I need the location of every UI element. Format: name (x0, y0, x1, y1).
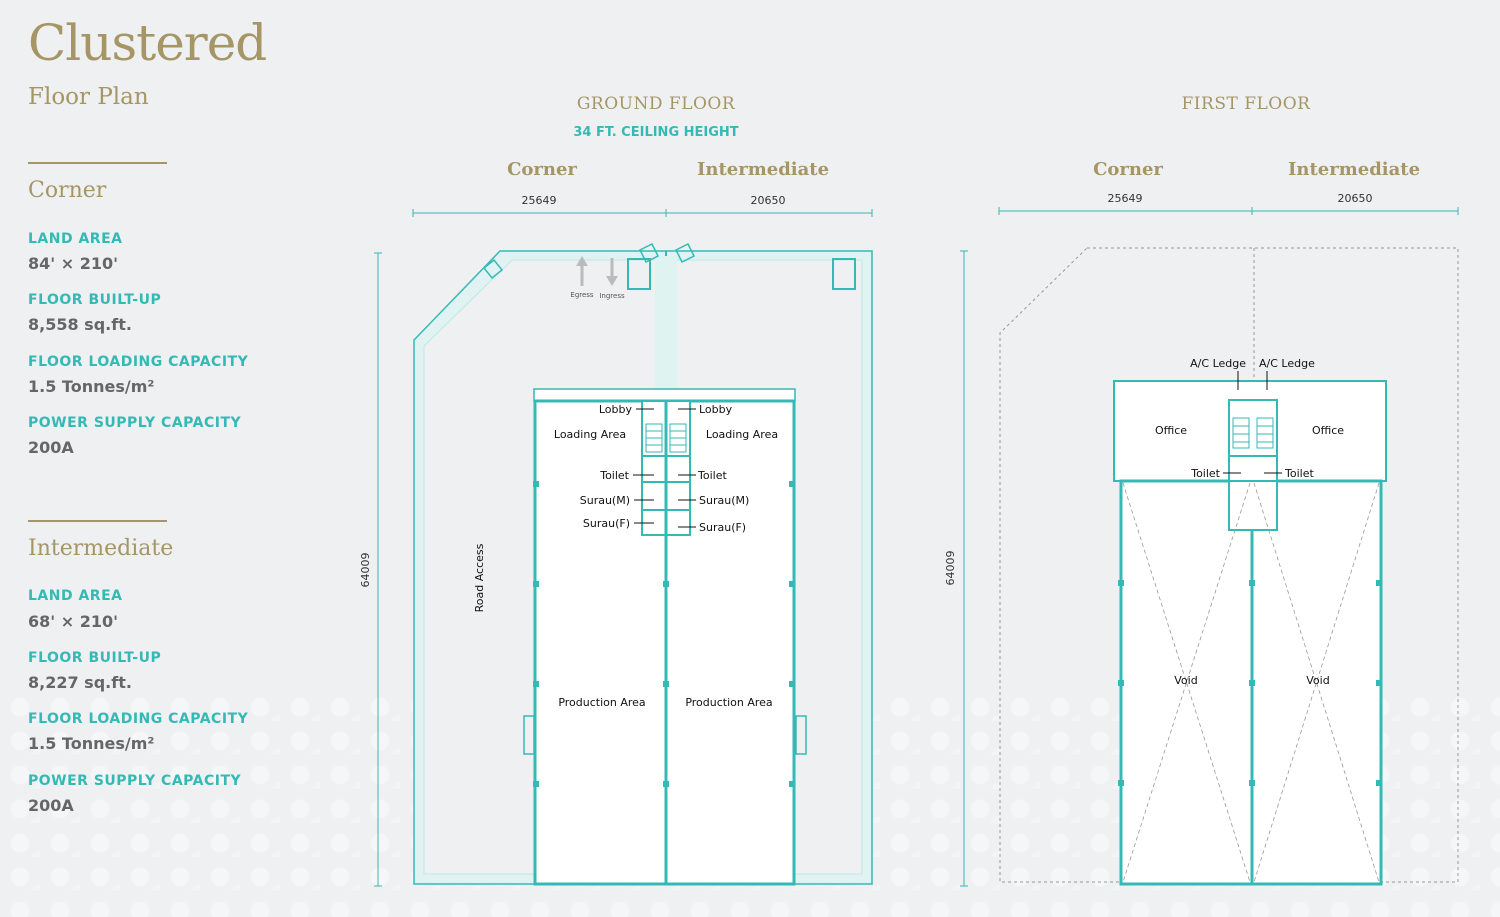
ground-floor-title: GROUND FLOOR (577, 94, 736, 114)
intermediate-loading-value: 1.5 Tonnes/m² (28, 734, 155, 753)
road-access-label: Road Access (473, 543, 486, 612)
guardhouse-icon (482, 258, 504, 280)
intermediate-power-label: POWER SUPPLY CAPACITY (28, 773, 242, 789)
production-area-label: Production Area (558, 696, 645, 709)
staircase-icon (1232, 417, 1274, 449)
first-floor-title: FIRST FLOOR (1182, 94, 1312, 114)
intermediate-power-value: 200A (28, 796, 74, 815)
corner-built-up-label: FLOOR BUILT-UP (28, 292, 162, 308)
ingress-label: Ingress (599, 292, 625, 300)
ground-height-dimension (374, 252, 382, 887)
ground-canopy (533, 388, 796, 402)
void-label: Void (1174, 674, 1197, 687)
intermediate-built-up-value: 8,227 sq.ft. (28, 673, 132, 692)
first-intermediate-heading: Intermediate (1288, 159, 1420, 180)
gate-icon (627, 258, 651, 290)
toilet-label: Toilet (1284, 467, 1314, 480)
first-corner-heading: Corner (1093, 159, 1163, 180)
intermediate-loading-label: FLOOR LOADING CAPACITY (28, 711, 249, 727)
page-title: Clustered (28, 14, 267, 72)
ac-ledge-label: A/C Ledge (1190, 357, 1246, 370)
ground-intermediate-width: 20650 (751, 194, 786, 207)
surau-m-label: Surau(M) (699, 494, 749, 507)
ground-floor-plan: GROUND FLOOR 34 FT. CEILING HEIGHT Corne… (359, 94, 873, 887)
first-floor-plan: FIRST FLOOR Corner Intermediate 25649 20… (944, 94, 1459, 887)
guardhouse-icon (638, 242, 660, 264)
first-width-dimension (998, 207, 1459, 215)
lobby-label: Lobby (599, 403, 633, 416)
toilet-label: Toilet (697, 469, 727, 482)
ingress-arrow-icon (606, 258, 618, 286)
lobby-label: Lobby (699, 403, 733, 416)
ground-height-label: 64009 (359, 553, 372, 588)
first-corner-width: 25649 (1108, 192, 1143, 205)
egress-arrow-icon (576, 256, 588, 286)
surau-m-label: Surau(M) (580, 494, 630, 507)
ground-driveway (655, 256, 677, 392)
gate-icon (832, 258, 856, 290)
toilet-label: Toilet (599, 469, 629, 482)
section-divider (28, 520, 167, 522)
ceiling-height-label: 34 FT. CEILING HEIGHT (573, 125, 738, 140)
ground-corner-width: 25649 (522, 194, 557, 207)
guardhouse-icon (674, 242, 696, 264)
leader-lines (1223, 371, 1282, 474)
intermediate-land-area-value: 68' × 210' (28, 612, 119, 631)
door-icon (523, 715, 807, 755)
staircase-icon (645, 423, 687, 453)
ground-width-dimension (412, 209, 873, 217)
page-subtitle: Floor Plan (28, 84, 149, 110)
first-height-label: 64009 (944, 551, 957, 586)
corner-loading-value: 1.5 Tonnes/m² (28, 377, 155, 396)
corner-section-title: Corner (28, 178, 107, 203)
intermediate-section-title: Intermediate (28, 536, 174, 561)
production-area-label: Production Area (685, 696, 772, 709)
office-label: Office (1312, 424, 1344, 437)
corner-land-area-value: 84' × 210' (28, 254, 119, 273)
egress-label: Egress (570, 291, 594, 299)
first-core-block (1228, 399, 1278, 531)
column-markers (533, 481, 795, 787)
toilet-label: Toilet (1190, 467, 1220, 480)
intermediate-land-area-label: LAND AREA (28, 588, 123, 604)
corner-land-area-label: LAND AREA (28, 231, 123, 247)
corner-loading-label: FLOOR LOADING CAPACITY (28, 354, 249, 370)
corner-power-value: 200A (28, 438, 74, 457)
first-intermediate-width: 20650 (1338, 192, 1373, 205)
intermediate-built-up-label: FLOOR BUILT-UP (28, 650, 162, 666)
ac-ledge-label: A/C Ledge (1259, 357, 1315, 370)
ground-corner-heading: Corner (507, 159, 577, 180)
leader-lines (633, 408, 696, 528)
surau-f-label: Surau(F) (699, 521, 746, 534)
ground-intermediate-heading: Intermediate (697, 159, 829, 180)
surau-f-label: Surau(F) (583, 517, 630, 530)
section-divider (28, 162, 167, 164)
column-markers (1118, 580, 1382, 786)
loading-area-label: Loading Area (554, 428, 626, 441)
first-height-dimension (960, 250, 968, 887)
corner-built-up-value: 8,558 sq.ft. (28, 315, 132, 334)
void-label: Void (1306, 674, 1329, 687)
loading-area-label: Loading Area (706, 428, 778, 441)
office-label: Office (1155, 424, 1187, 437)
corner-power-label: POWER SUPPLY CAPACITY (28, 415, 242, 431)
